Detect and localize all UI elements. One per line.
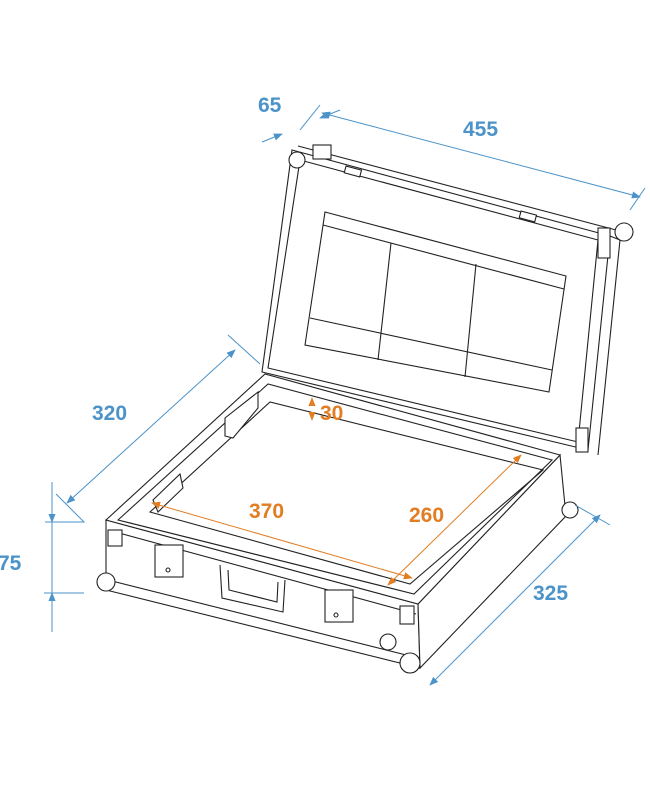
handle-icon <box>219 564 286 613</box>
case-lid <box>261 144 634 456</box>
corner-ball-icon <box>561 501 579 519</box>
hinge-icon <box>312 144 332 160</box>
lid-foam-panel <box>304 211 567 393</box>
dimension-width: 455 <box>321 111 646 211</box>
dimension-height: 75 <box>0 482 84 632</box>
corner-ball-icon <box>288 151 306 169</box>
corner-bracket-icon <box>399 605 415 625</box>
dimension-depth-bottom: 325 <box>429 504 611 686</box>
butterfly-latch-icon <box>324 589 354 623</box>
hinge-icon <box>597 227 611 259</box>
dimension-inner-depth: 260 <box>387 454 522 586</box>
dim-label-370: 370 <box>249 500 284 523</box>
hinge-icon <box>575 427 589 453</box>
dimension-depth-top: 320 <box>45 334 261 523</box>
dim-label-75: 75 <box>0 552 22 575</box>
dimension-inner-width: 370 <box>151 500 413 580</box>
dim-label-260: 260 <box>409 504 444 527</box>
corner-ball-icon <box>614 222 634 242</box>
corner-ball-icon <box>379 633 397 651</box>
dimension-lid-depth: 65 <box>258 94 341 143</box>
dim-label-320: 320 <box>92 402 127 425</box>
corner-ball-icon <box>399 652 421 674</box>
corner-ball-icon <box>96 572 116 592</box>
dim-label-455: 455 <box>463 118 498 141</box>
dim-label-325: 325 <box>533 582 568 605</box>
corner-bracket-icon <box>107 529 123 547</box>
dim-label-30: 30 <box>320 402 343 425</box>
dim-label-65: 65 <box>258 94 282 117</box>
lid-latch-slot <box>518 210 538 223</box>
dimension-lid-clearance: 30 <box>308 397 343 425</box>
